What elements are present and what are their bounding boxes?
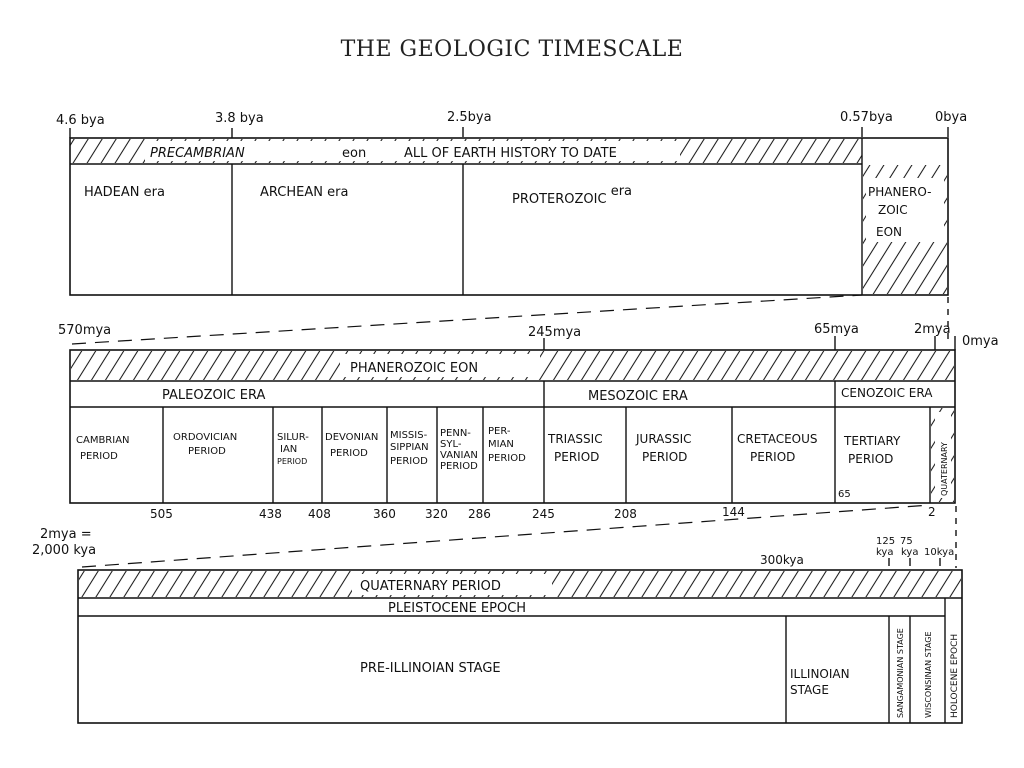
pleistocene-epoch-label: PLEISTOCENE EPOCH (388, 601, 526, 616)
mid-tick-0mya: 0mya (962, 334, 999, 349)
mid-bottom-tick-320: 320 (425, 507, 448, 521)
phanerozoic-eon-line1: PHANERO- (868, 185, 931, 199)
precambrian-label: PRECAMBRIAN (150, 146, 245, 161)
mid-bottom-tick-144: 144 (722, 505, 745, 519)
proterozoic-era-name: PROTEROZOIC (512, 192, 607, 207)
phanerozoic-eon-line3: EON (876, 225, 902, 239)
mid-tick-2mya: 2mya (914, 322, 951, 337)
mid-bottom-tick-286: 286 (468, 507, 491, 521)
mid-tick-570mya: 570mya (58, 323, 111, 338)
mid-tick-65mya: 65mya (814, 322, 859, 337)
cenozoic-era-label: CENOZOIC ERA (841, 386, 933, 400)
mid-bottom-tick-438: 438 (259, 507, 282, 521)
hadean-era-name: HADEAN (84, 185, 140, 200)
quaternary-period-label: QUATERNARY PERIOD (360, 579, 501, 594)
top-tick-0-57bya: 0.57bya (840, 110, 893, 125)
phanerozoic-eon-label: PHANEROZOIC EON (350, 361, 478, 376)
archean-era-name: ARCHEAN (260, 185, 323, 200)
precambrian-band-label-bg (145, 141, 680, 161)
quaternary-vertical-label: QUATERNARY (940, 442, 949, 496)
wisconsinan-stage-label: WISCONSINAN STAGE (924, 631, 933, 718)
diagram-title: THE GEOLOGIC TIMESCALE (341, 37, 684, 62)
bottom-tick-10kya: 10kya (924, 547, 954, 558)
sangamonian-stage-label: SANGAMONIAN STAGE (896, 628, 905, 718)
holocene-epoch-label: HOLOCENE EPOCH (950, 634, 960, 718)
paleozoic-era-label: PALEOZOIC ERA (162, 388, 265, 403)
mid-tick-245mya: 245mya (528, 325, 581, 340)
pre-illinoian-stage-label: PRE-ILLINOIAN STAGE (360, 661, 501, 676)
mid-bottom-tick-408: 408 (308, 507, 331, 521)
archean-era-suffix: era (327, 185, 348, 200)
svg-text:ARCHEAN era: ARCHEAN era (260, 185, 348, 200)
middle-row: 570mya 245mya 65mya 2mya 0mya PHANEROZOI… (58, 322, 999, 521)
mid-bottom-tick-505: 505 (150, 507, 173, 521)
top-tick-4-6bya: 4.6 bya (56, 113, 105, 128)
mid-bottom-tick-245: 245 (532, 507, 555, 521)
top-row: 4.6 bya 3.8 bya 2.5bya 0.57bya 0bya PREC… (56, 110, 967, 296)
mid-bottom-tick-208: 208 (614, 507, 637, 521)
svg-text:PROTEROZOIC era: PROTEROZOIC era (512, 184, 632, 207)
two-mya-label: 2mya =2,000 kya (32, 527, 96, 558)
top-tick-2-5bya: 2.5bya (447, 110, 492, 125)
inner-tick-65: 65 (838, 489, 851, 500)
phanerozoic-eon-line2: ZOIC (878, 203, 908, 217)
hadean-era-suffix: era (144, 185, 165, 200)
mesozoic-era-label: MESOZOIC ERA (588, 389, 688, 404)
top-tick-3-8bya: 3.8 bya (215, 111, 264, 126)
bottom-tick-300kya: 300kya (760, 553, 804, 567)
eon-label: eon (342, 146, 366, 161)
top-tick-0bya: 0bya (935, 110, 967, 125)
mid-bottom-tick-2: 2 (928, 505, 936, 519)
svg-text:HADEAN era: HADEAN era (84, 185, 165, 200)
proterozoic-era-suffix: era (611, 184, 632, 199)
mid-bottom-tick-360: 360 (373, 507, 396, 521)
earth-history-label: ALL OF EARTH HISTORY TO DATE (404, 146, 617, 161)
